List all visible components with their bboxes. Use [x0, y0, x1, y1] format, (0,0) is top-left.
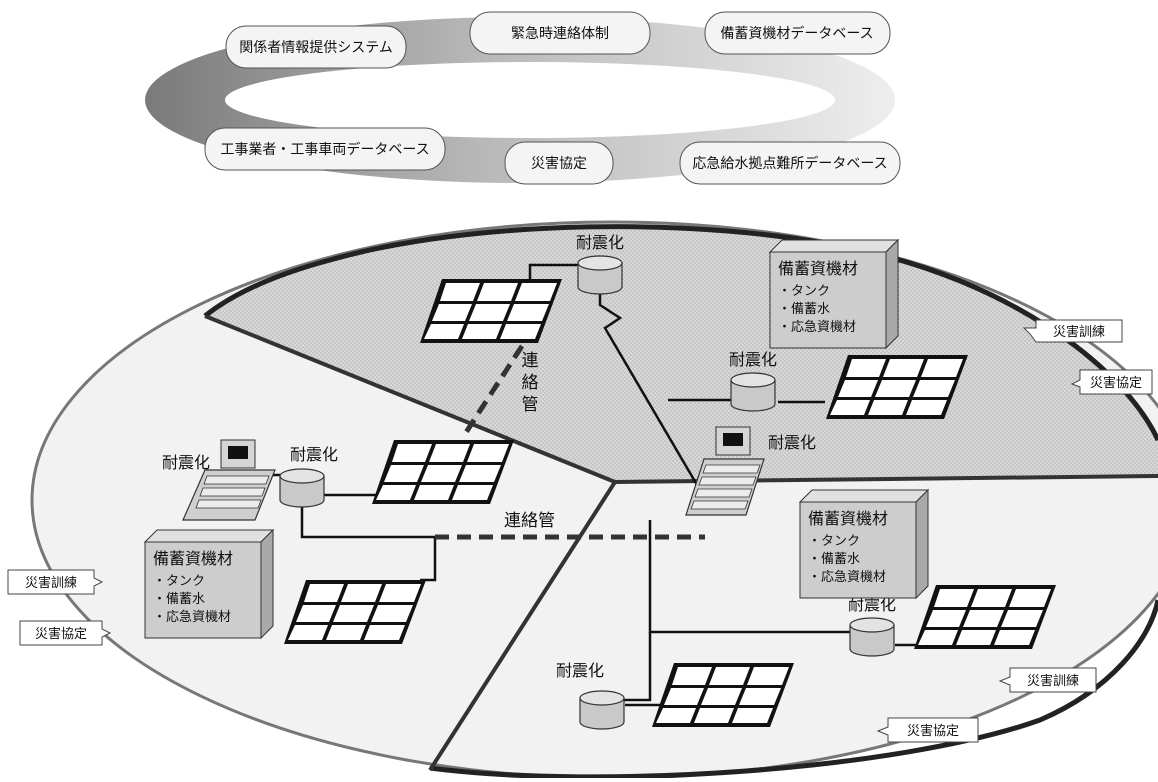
callout-drill-west: 災害訓練: [7, 569, 104, 595]
ring-item-label: 関係者情報提供システム: [239, 40, 393, 56]
stockpile-box-title: 備蓄資機材: [153, 549, 233, 568]
stockpile-box-item: ・応急資機材: [153, 610, 231, 625]
housing-block: [914, 585, 1056, 649]
reservoir-tank-icon: [577, 255, 623, 295]
reservoir-tank-icon: [849, 617, 895, 657]
stockpile-box-item: ・タンク: [778, 284, 830, 299]
callout-label: 災害協定: [907, 723, 959, 739]
treatment-plant-icon: [182, 439, 276, 521]
callout-drill-southeast: 災害訓練: [998, 667, 1097, 693]
ring-item-emergency-contact: 緊急時連絡体制: [469, 11, 651, 55]
seismic-labels: 耐震化 耐震化 耐震化 耐震化 耐震化 耐震化 耐震化: [162, 233, 896, 680]
stockpile-box-item: ・備蓄水: [153, 591, 205, 607]
region-south-boundary-arc: [429, 599, 1158, 780]
housing-block: [420, 279, 562, 343]
callout-label: 災害協定: [35, 626, 87, 642]
ring-item-label: 災害協定: [531, 156, 587, 172]
stockpile-box-title: 備蓄資機材: [778, 259, 858, 278]
callout-drill-northeast: 災害訓練: [1022, 319, 1123, 343]
pipe-segment: [620, 632, 652, 702]
stockpile-box-title: 備蓄資機材: [808, 509, 888, 528]
reservoir-tank-icon: [279, 468, 325, 508]
housing-block: [372, 440, 514, 504]
stockpile-box: 備蓄資機材 ・タンク ・備蓄水 ・応急資機材: [768, 238, 900, 350]
pipe-label-char: 管: [522, 395, 539, 415]
housing-grids: [284, 279, 1056, 727]
treatment-plant-icon: [685, 426, 765, 516]
callout-agreement-west: 災害協定: [19, 620, 112, 646]
stockpile-box-item: ・応急資機材: [778, 320, 856, 335]
connection-pipe-north: [460, 344, 525, 439]
reservoir-tank-icon: [730, 372, 776, 412]
seismic-label: 耐震化: [556, 661, 604, 680]
pipe-label-char: 絡: [522, 373, 539, 393]
seismic-label: 耐震化: [768, 433, 816, 452]
stockpile-box-item: ・タンク: [808, 534, 860, 549]
stockpile-box-item: ・応急資機材: [808, 570, 886, 585]
connection-pipe-label-horizontal: 連絡管: [504, 511, 555, 531]
ring-item-stakeholder-info: 関係者情報提供システム: [225, 25, 407, 69]
housing-block: [826, 355, 968, 419]
callout-agreement-southeast: 災害協定: [876, 717, 979, 743]
reservoir-tank-icon: [579, 690, 625, 730]
housing-block: [284, 580, 426, 644]
ring-item-label: 緊急時連絡体制: [511, 26, 609, 42]
ring-item-stockpile-database: 備蓄資機材データベース: [704, 11, 891, 55]
region-divider-west: [204, 314, 616, 484]
callouts: 災害訓練 災害協定 災害訓練 災害協定 災害訓練 災害協定: [7, 319, 1153, 743]
housing-block: [652, 663, 794, 727]
stockpile-box-item: ・備蓄水: [778, 301, 830, 317]
reservoirs: [279, 255, 895, 730]
ring-item-label: 応急給水拠点難所データベース: [692, 155, 887, 172]
seismic-label: 耐震化: [729, 350, 777, 369]
callout-label: 災害訓練: [25, 575, 77, 591]
seismic-label: 耐震化: [576, 233, 624, 252]
stockpile-box-item: ・タンク: [153, 574, 205, 589]
callout-label: 災害訓練: [1053, 324, 1105, 340]
callout-label: 災害訓練: [1027, 673, 1079, 689]
region-divider-south: [428, 480, 617, 772]
coordination-ring: 関係者情報提供システム 緊急時連絡体制 備蓄資機材データベース 工事業者・工事車…: [145, 11, 901, 185]
stockpile-box: 備蓄資機材 ・タンク ・備蓄水 ・応急資機材: [798, 488, 930, 600]
ring-item-contractor-database: 工事業者・工事車両データベース: [204, 127, 446, 171]
ring-item-water-supply-database: 応急給水拠点難所データベース: [679, 141, 901, 185]
seismic-label: 耐震化: [290, 445, 338, 464]
seismic-label: 耐震化: [848, 595, 896, 614]
stockpile-box-item: ・備蓄水: [808, 551, 860, 567]
ring-item-label: 備蓄資機材データベース: [720, 25, 873, 42]
pipe-segment: [598, 290, 702, 491]
seismic-label: 耐震化: [162, 453, 210, 472]
connection-pipe-label-vertical: 連 絡 管: [522, 351, 539, 415]
stockpile-box: 備蓄資機材 ・タンク ・備蓄水 ・応急資機材: [143, 528, 275, 640]
pipe-segment: [528, 263, 600, 282]
pipe-label-char: 連: [522, 351, 539, 371]
ring-item-label: 工事業者・工事車両データベース: [220, 141, 429, 158]
ring-hole: [225, 62, 835, 138]
callout-agreement-northeast: 災害協定: [1070, 369, 1153, 395]
ring-item-disaster-agreement: 災害協定: [504, 141, 614, 185]
callout-label: 災害協定: [1090, 375, 1142, 391]
